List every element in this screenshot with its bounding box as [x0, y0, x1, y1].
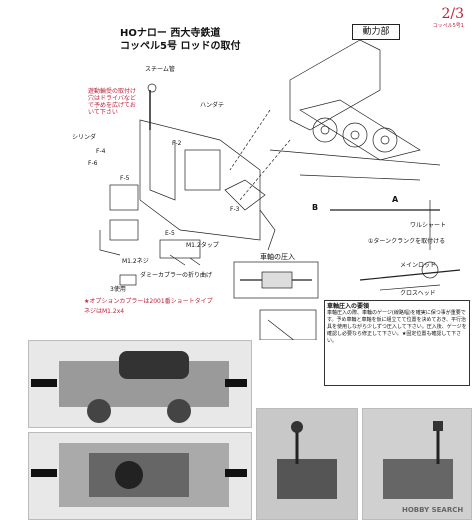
assembly-diagram — [99, 39, 461, 340]
photo-detail-right — [362, 408, 472, 520]
label-option-coupler: ★オプションカプラーは2001番ショートタイプ — [84, 298, 213, 305]
detail-left-illustration — [277, 421, 337, 499]
label-turn-crank: ①ターンクランクを取付ける — [368, 238, 446, 245]
label-a: A — [392, 195, 399, 204]
note-title: 車軸圧入の要領 — [327, 303, 370, 310]
page-number: 2/3 — [441, 6, 464, 22]
label-f4: F-4 — [96, 148, 106, 155]
note-body: 車軸圧入の際、車輪のゲージ(線路幅)を確実に保つ事が重要です。予め車輪と車軸を仮… — [327, 310, 467, 344]
label-e5: E-5 — [165, 230, 175, 237]
label-wheel-press: 車軸の圧入 — [260, 253, 295, 261]
title-line-2: コッペル5号 ロッドの取付 — [120, 41, 241, 52]
label-f6: F-6 — [88, 160, 98, 167]
label-steam-dome: スチーム管 — [145, 66, 175, 73]
assembly-note-box: 車軸圧入の要領 車軸圧入の際、車輪のゲージ(線路幅)を確実に保つ事が重要です。予… — [324, 300, 470, 386]
title-line-1: HOナロー 西大寺鉄道 — [120, 28, 221, 39]
red-warning-note: 遊動輪受の取付け穴はドライバなどで予めを広げておいて下さい — [88, 88, 137, 116]
loco-side-illustration — [31, 351, 247, 423]
label-handrail: ハンダテ — [200, 102, 225, 109]
page-subtitle: コッペル5号1 — [432, 23, 464, 29]
photo-loco-side — [28, 340, 252, 428]
photo-loco-top — [28, 432, 252, 520]
label-valve-gear: ワルシャート — [410, 222, 447, 229]
watermark: HOBBY SEARCH — [402, 506, 464, 514]
label-m12screw: M1.2ネジ — [122, 258, 149, 265]
label-dummy-coupler: ダミーカプラーの折り曲げ — [140, 272, 213, 279]
photo-detail-left — [256, 408, 358, 520]
label-screw-note: ネジはM1.2x4 — [84, 308, 125, 315]
label-use: 3使用 — [110, 286, 126, 293]
label-main-rod: メインロッド — [400, 262, 437, 269]
label-f5: F-5 — [120, 175, 130, 182]
label-b: B — [312, 203, 319, 212]
label-f3: F-3 — [230, 206, 240, 213]
label-f2: F-2 — [172, 140, 182, 147]
label-cylinder: シリンダ — [72, 134, 97, 141]
label-m12tap: M1.2タップ — [186, 242, 219, 249]
loco-top-illustration — [31, 443, 247, 507]
label-crosshead: クロスヘッド — [400, 290, 436, 297]
section-tag: 動力部 — [352, 24, 400, 40]
detail-right-illustration — [383, 421, 453, 499]
